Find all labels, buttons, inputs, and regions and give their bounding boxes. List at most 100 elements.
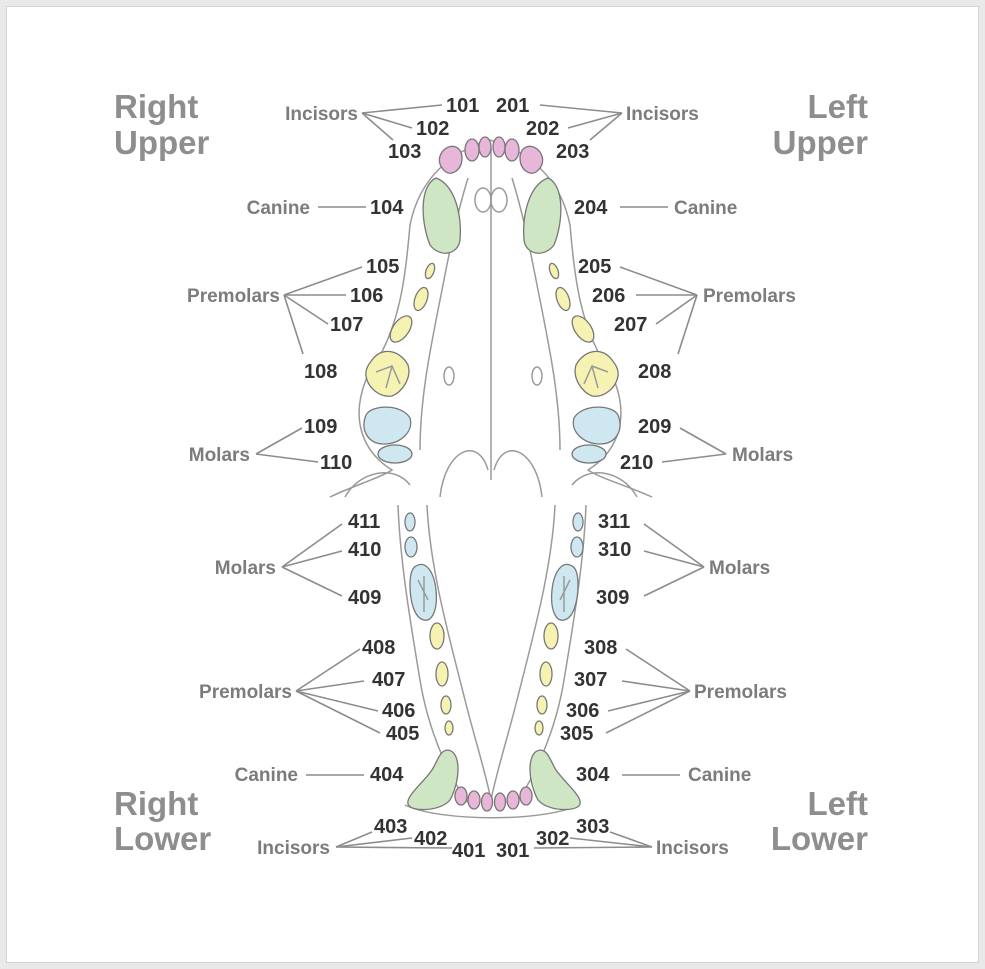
- tooth-210[interactable]: [571, 444, 607, 464]
- upper-teeth: [363, 136, 621, 464]
- tooth-207[interactable]: [568, 312, 598, 346]
- palate-arch-outer-left: [571, 472, 638, 498]
- tooth-307[interactable]: [539, 661, 553, 687]
- tooth-108[interactable]: [365, 350, 410, 397]
- tooth-405[interactable]: [444, 720, 454, 736]
- tooth-number-408: 408: [362, 637, 395, 659]
- mandibular-symphysis: [404, 804, 579, 819]
- tooth-number-201: 201: [496, 95, 529, 117]
- tooth-409-roots: [417, 576, 429, 612]
- tooth-202[interactable]: [504, 138, 520, 162]
- tooth-101[interactable]: [478, 136, 492, 158]
- tooth-303[interactable]: [519, 786, 533, 806]
- tooth-numbers: 101 102 103 104 105 106 107 108 109 110 …: [304, 95, 671, 862]
- tooth-number-209: 209: [638, 416, 671, 438]
- tooth-number-403: 403: [374, 816, 407, 838]
- tooth-203[interactable]: [519, 145, 544, 174]
- tooth-306[interactable]: [536, 695, 548, 715]
- tooth-208[interactable]: [574, 350, 619, 397]
- tooth-number-101: 101: [446, 95, 479, 117]
- label-incisors-right-lower: Incisors: [257, 838, 330, 859]
- tooth-number-104: 104: [370, 197, 404, 219]
- tooth-number-311: 311: [598, 511, 630, 533]
- tooth-109[interactable]: [363, 406, 412, 445]
- tooth-108-roots: [375, 365, 401, 389]
- tooth-201[interactable]: [492, 136, 506, 158]
- tooth-206[interactable]: [553, 286, 572, 313]
- tooth-number-204: 204: [574, 197, 608, 219]
- tooth-407[interactable]: [435, 661, 449, 687]
- tooth-number-106: 106: [350, 285, 383, 307]
- tooth-204[interactable]: [523, 177, 562, 254]
- quadrant-right-lower-line1: Right: [114, 785, 198, 822]
- palate-arch-outer-right: [344, 472, 411, 498]
- tooth-310[interactable]: [570, 536, 584, 558]
- quadrant-right-lower-line2: Lower: [114, 820, 211, 857]
- quadrant-left-lower-line2: Lower: [771, 820, 868, 857]
- tooth-number-202: 202: [526, 118, 559, 140]
- label-incisors-left-lower: Incisors: [656, 838, 729, 859]
- tooth-number-203: 203: [556, 141, 589, 163]
- label-molars-right-upper: Molars: [189, 445, 250, 466]
- incisive-papilla-right: [474, 187, 492, 213]
- tooth-309-roots: [559, 576, 571, 612]
- tooth-107[interactable]: [386, 312, 416, 346]
- tooth-208-roots: [583, 365, 609, 389]
- palatine-foramen-right: [443, 366, 455, 386]
- lower-jaw-inner-left: [490, 504, 556, 801]
- tooth-number-102: 102: [416, 118, 449, 140]
- tooth-406[interactable]: [440, 695, 452, 715]
- tooth-403[interactable]: [454, 786, 468, 806]
- tooth-number-206: 206: [592, 285, 625, 307]
- tooth-number-107: 107: [330, 314, 363, 336]
- palatine-foramen-left: [531, 366, 543, 386]
- tooth-number-305: 305: [560, 723, 593, 745]
- tooth-number-207: 207: [614, 314, 647, 336]
- tooth-404[interactable]: [407, 749, 459, 811]
- tooth-number-309: 309: [596, 587, 629, 609]
- tooth-304[interactable]: [529, 749, 581, 811]
- tooth-409[interactable]: [409, 563, 438, 621]
- tooth-305[interactable]: [534, 720, 544, 736]
- label-premolars-left-upper: Premolars: [703, 286, 796, 307]
- tooth-104[interactable]: [422, 177, 461, 254]
- lower-jaw-inner-right: [426, 504, 492, 801]
- tooth-309[interactable]: [550, 563, 579, 621]
- tooth-411[interactable]: [404, 512, 416, 532]
- tooth-number-301: 301: [496, 840, 529, 862]
- tooth-410[interactable]: [404, 536, 418, 558]
- lower-teeth: [404, 512, 584, 812]
- tooth-311[interactable]: [572, 512, 584, 532]
- tooth-number-308: 308: [584, 637, 617, 659]
- tooth-105[interactable]: [424, 262, 437, 280]
- tooth-number-109: 109: [304, 416, 337, 438]
- tooth-402[interactable]: [467, 790, 481, 810]
- incisive-papilla-left: [490, 187, 508, 213]
- tooth-number-108: 108: [304, 361, 337, 383]
- tooth-106[interactable]: [411, 286, 430, 313]
- label-canine-right-upper: Canine: [247, 198, 310, 219]
- tooth-408[interactable]: [429, 622, 445, 650]
- tooth-205[interactable]: [548, 262, 561, 280]
- tooth-number-407: 407: [372, 669, 405, 691]
- tooth-group-labels: Incisors Incisors Canine Canine Premolar…: [187, 104, 796, 859]
- tooth-302[interactable]: [506, 790, 520, 810]
- tooth-102[interactable]: [464, 138, 480, 162]
- quadrant-left-lower-line1: Left: [808, 785, 869, 822]
- quadrant-left-upper-line1: Left: [808, 88, 869, 125]
- label-canine-left-upper: Canine: [674, 198, 737, 219]
- tooth-110[interactable]: [377, 444, 413, 464]
- tooth-number-401: 401: [452, 840, 485, 862]
- tooth-308[interactable]: [543, 622, 559, 650]
- quadrant-labels: Right Upper Left Upper Right Lower Left …: [114, 88, 868, 857]
- tooth-number-210: 210: [620, 452, 653, 474]
- tooth-103[interactable]: [438, 145, 463, 174]
- tooth-301[interactable]: [493, 792, 507, 812]
- tooth-209[interactable]: [572, 406, 621, 445]
- label-molars-left-lower: Molars: [709, 558, 770, 579]
- tooth-401[interactable]: [480, 792, 494, 812]
- tooth-number-302: 302: [536, 828, 569, 850]
- label-incisors-left-upper: Incisors: [626, 104, 699, 125]
- tooth-number-306: 306: [566, 700, 599, 722]
